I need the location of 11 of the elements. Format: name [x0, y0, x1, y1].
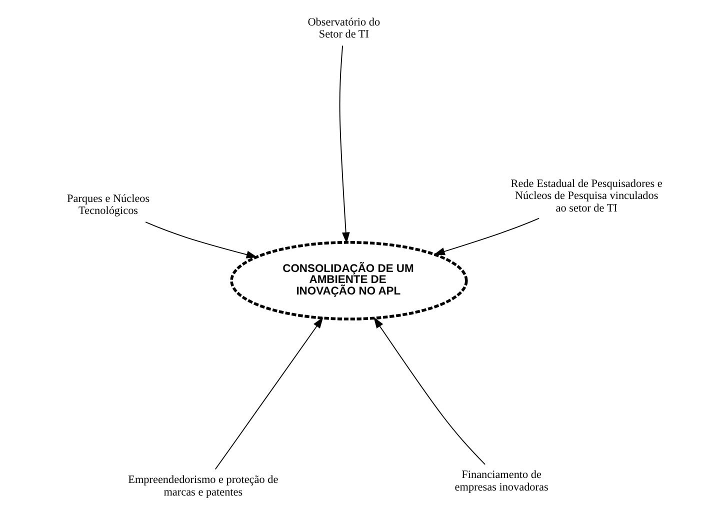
arrow: [433, 218, 540, 256]
arrow: [214, 317, 323, 470]
node-ellipse: CONSOLIDAÇÃO DE UM AMBIENTE DE INOVAÇÃO NO APL: [230, 240, 468, 320]
node-text: Financiamento de empresas inovadoras: [454, 469, 548, 494]
arrow: [373, 317, 486, 465]
node-text: Observatório do Setor de TI: [307, 16, 380, 41]
node-text: Rede Estadual de Pesquisadores e Núcleos de Pesquisa vinculados ao setor de TI: [510, 178, 662, 214]
node-text: Empreendedorismo e proteção de marcas e patentes: [128, 474, 278, 498]
arrow: [338, 45, 350, 244]
arrow: [144, 222, 258, 258]
node-text: Parques e Núcleos Tecnológicos: [66, 193, 150, 218]
